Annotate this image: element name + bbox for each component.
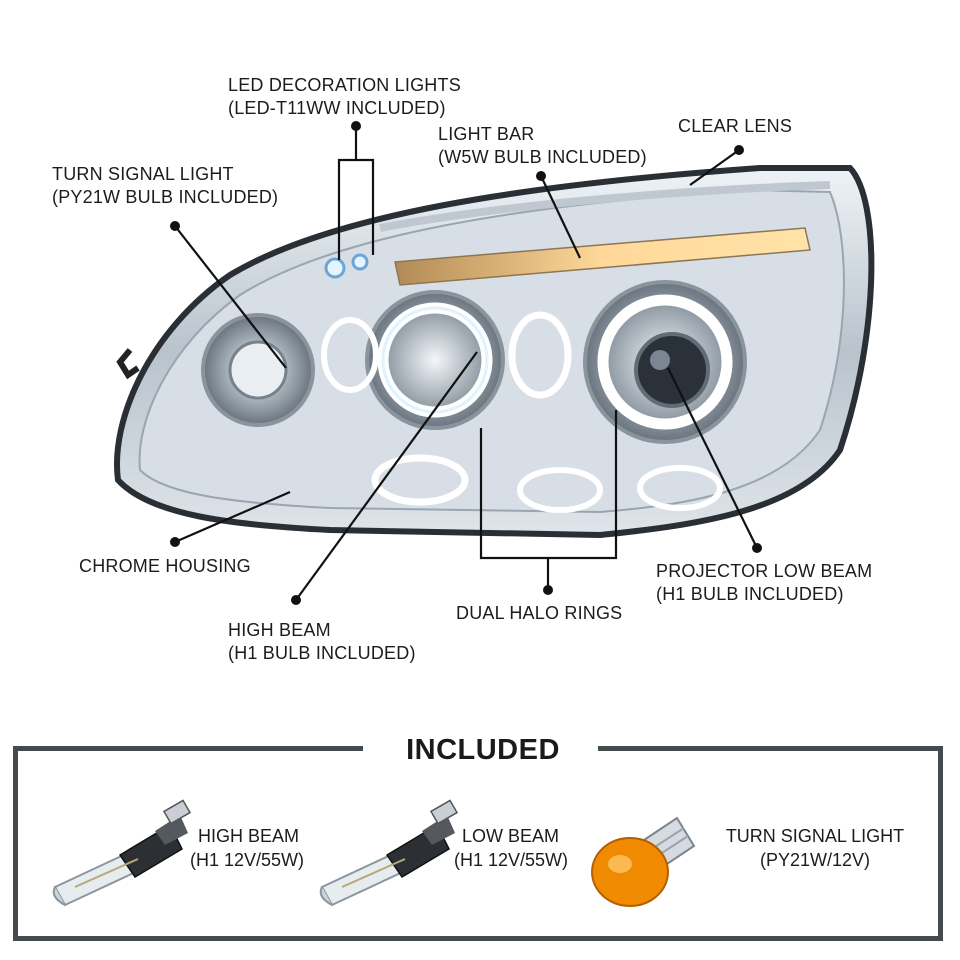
included-low-beam-spec: (H1 12V/55W) (454, 850, 569, 870)
included-item-turn-signal: TURN SIGNAL LIGHT (PY21W/12V) (715, 824, 915, 872)
included-item-low-beam: LOW BEAM (H1 12V/55W) (454, 824, 568, 872)
callout-led-decoration-title: LED DECORATION LIGHTS (228, 75, 461, 95)
callout-projector-low-detail: (H1 BULB INCLUDED) (656, 584, 844, 604)
callout-turn-signal: TURN SIGNAL LIGHT (PY21W BULB INCLUDED) (52, 163, 278, 209)
callout-clear-lens-title: CLEAR LENS (678, 116, 793, 136)
callout-turn-signal-title: TURN SIGNAL LIGHT (52, 164, 234, 184)
callout-light-bar-title: LIGHT BAR (438, 124, 535, 144)
callout-light-bar: LIGHT BAR (W5W BULB INCLUDED) (438, 123, 647, 169)
led-decoration (324, 257, 346, 279)
h1-bulb-icon (52, 799, 192, 907)
included-turn-signal-spec: (PY21W/12V) (759, 850, 871, 870)
callout-projector-low-title: PROJECTOR LOW BEAM (656, 561, 873, 581)
callout-dual-halo-title: DUAL HALO RINGS (456, 603, 623, 623)
included-frame-top-right (598, 746, 943, 751)
callout-chrome-housing: CHROME HOUSING (79, 555, 251, 578)
light-bar (394, 227, 811, 286)
callout-high-beam: HIGH BEAM (H1 BULB INCLUDED) (228, 619, 416, 665)
h1-bulb-icon (319, 799, 459, 907)
headlight-illustration (114, 121, 875, 605)
callout-led-decoration-detail: (LED-T11WW INCLUDED) (228, 98, 446, 118)
callout-dots (170, 121, 762, 605)
callout-lines (174, 126, 758, 601)
included-frame (13, 751, 943, 941)
callout-high-beam-detail: (H1 BULB INCLUDED) (228, 643, 416, 663)
callout-led-decoration: LED DECORATION LIGHTS (LED-T11WW INCLUDE… (228, 74, 461, 120)
included-low-beam-title: LOW BEAM (462, 826, 560, 846)
included-frame-top-left (13, 746, 363, 751)
included-high-beam-title: HIGH BEAM (198, 826, 300, 846)
callout-chrome-housing-title: CHROME HOUSING (79, 556, 251, 576)
callout-high-beam-title: HIGH BEAM (228, 620, 331, 640)
included-high-beam-spec: (H1 12V/55W) (190, 850, 305, 870)
amber-bulb-icon (591, 816, 696, 907)
callout-dual-halo: DUAL HALO RINGS (456, 602, 622, 625)
included-turn-signal-title: TURN SIGNAL LIGHT (725, 826, 905, 846)
projector-halo (597, 294, 733, 430)
callout-projector-low: PROJECTOR LOW BEAM (H1 BULB INCLUDED) (656, 560, 872, 606)
included-title: INCLUDED (406, 734, 560, 766)
callout-turn-signal-detail: (PY21W BULB INCLUDED) (52, 187, 279, 207)
included-item-high-beam: HIGH BEAM (H1 12V/55W) (190, 824, 304, 872)
callout-light-bar-detail: (W5W BULB INCLUDED) (438, 147, 647, 167)
callout-clear-lens: CLEAR LENS (678, 115, 792, 138)
